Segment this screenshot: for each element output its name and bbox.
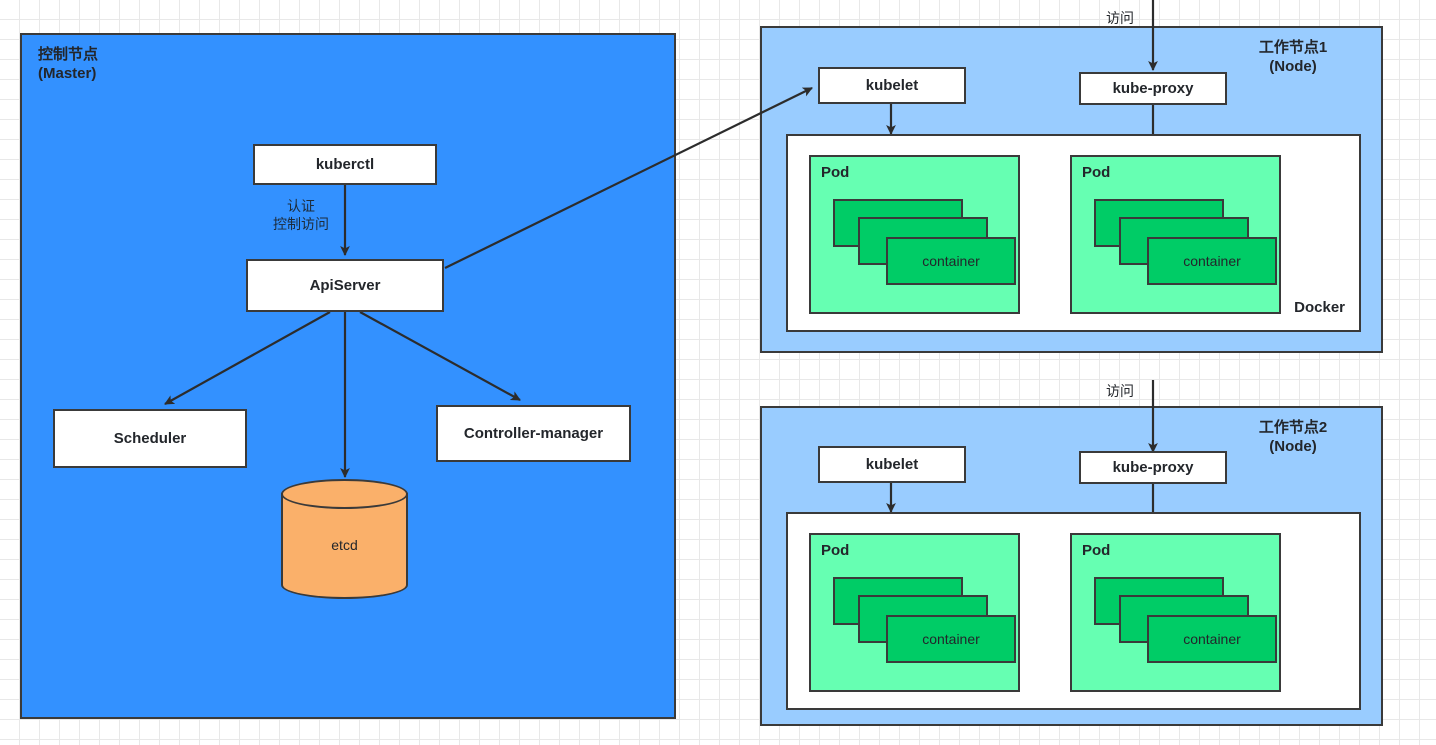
pod-node-1-a[interactable]: Pod container bbox=[809, 155, 1020, 314]
pod-node-2-b[interactable]: Pod container bbox=[1070, 533, 1281, 692]
pod-label: Pod bbox=[821, 542, 850, 559]
kube-proxy-box-node-2[interactable]: kube-proxy bbox=[1079, 451, 1227, 484]
etcd-cylinder-top bbox=[281, 479, 408, 509]
apiserver-box[interactable]: ApiServer bbox=[246, 259, 444, 312]
master-region bbox=[20, 33, 676, 719]
pod-node-2-a[interactable]: Pod container bbox=[809, 533, 1020, 692]
pod-node-1-b[interactable]: Pod container bbox=[1070, 155, 1281, 314]
access-label-node-2: 访问 bbox=[1106, 383, 1134, 399]
worker-node-2-title: 工作节点2 (Node) bbox=[1258, 419, 1328, 456]
kubelet-box-node-1[interactable]: kubelet bbox=[818, 67, 966, 104]
worker-node-1-title: 工作节点1 (Node) bbox=[1258, 39, 1328, 76]
edge-label-auth-access: 认证 控制访问 bbox=[273, 198, 329, 232]
pod-label: Pod bbox=[1082, 542, 1111, 559]
etcd-label: etcd bbox=[331, 537, 358, 553]
container-box-front[interactable]: container bbox=[1147, 615, 1277, 663]
container-box-front[interactable]: container bbox=[886, 237, 1016, 285]
kuberctl-box[interactable]: kuberctl bbox=[253, 144, 437, 185]
kube-proxy-box-node-1[interactable]: kube-proxy bbox=[1079, 72, 1227, 105]
kubelet-box-node-2[interactable]: kubelet bbox=[818, 446, 966, 483]
access-label-node-1: 访问 bbox=[1106, 10, 1134, 26]
pod-label: Pod bbox=[1082, 164, 1111, 181]
controller-manager-box[interactable]: Controller-manager bbox=[436, 405, 631, 462]
etcd-cylinder[interactable]: etcd bbox=[281, 479, 408, 599]
etcd-cylinder-body bbox=[281, 493, 408, 599]
scheduler-box[interactable]: Scheduler bbox=[53, 409, 247, 468]
container-box-front[interactable]: container bbox=[886, 615, 1016, 663]
master-region-title: 控制节点 (Master) bbox=[38, 46, 99, 83]
docker-runtime-label: Docker bbox=[1294, 299, 1345, 316]
container-box-front[interactable]: container bbox=[1147, 237, 1277, 285]
pod-label: Pod bbox=[821, 164, 850, 181]
